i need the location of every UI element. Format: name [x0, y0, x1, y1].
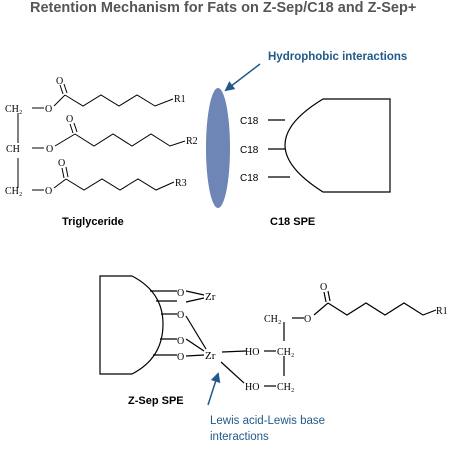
- ch2-label: CH₂: [264, 314, 281, 325]
- hydrophobic-arrow: [224, 63, 261, 92]
- ester-bond: [313, 302, 329, 316]
- oxygen-label: O: [177, 310, 184, 321]
- zr-bond: [185, 290, 205, 296]
- r-group-label: R1: [436, 306, 448, 317]
- triglyceride-label: Triglyceride: [62, 216, 124, 228]
- oxygen-label: O: [45, 186, 52, 197]
- acyl-chain-1: [64, 94, 174, 107]
- ch2-label: CH₂: [277, 382, 294, 393]
- oxygen-label: O: [304, 314, 311, 325]
- acyl-chain-3: [65, 178, 175, 191]
- oxygen-label: O: [177, 288, 184, 299]
- oxygen-label: O: [56, 76, 63, 87]
- oxygen-label: O: [177, 352, 184, 363]
- oxygen-label: O: [58, 158, 65, 169]
- zr-label: Zr: [205, 350, 216, 362]
- carbonyl-bond: [63, 83, 68, 94]
- r-group-label: R2: [186, 136, 198, 147]
- oxygen-label: O: [177, 336, 184, 347]
- page-title: Retention Mechanism for Fats on Z-Sep/C1…: [30, 0, 417, 16]
- oxygen-label: O: [45, 104, 52, 115]
- carbonyl-bond: [61, 167, 65, 179]
- ch2-label: CH₂: [277, 347, 294, 358]
- zr-bond: [185, 297, 205, 303]
- zr-label: Zr: [205, 291, 216, 303]
- c18-spe: [268, 98, 391, 193]
- carbonyl-bond: [323, 291, 327, 303]
- ester-bond: [54, 133, 76, 147]
- c18-chain-label: C18: [240, 116, 259, 127]
- carbonyl-bond: [69, 123, 74, 134]
- triglyceride: [17, 83, 186, 191]
- oxygen-label: O: [320, 282, 327, 293]
- hydrophobic-interaction-zone: [206, 88, 230, 208]
- r-group-label: R3: [175, 178, 187, 189]
- ch-label: CH: [6, 144, 20, 155]
- carbonyl-bond: [59, 84, 64, 95]
- ch2-label: CH₂: [5, 104, 22, 115]
- r-group-label: R1: [174, 94, 186, 105]
- carbonyl-bond: [73, 122, 78, 133]
- coordination-bond: [220, 361, 245, 384]
- oxygen-label: O: [46, 144, 53, 155]
- c18-chain-label: C18: [240, 145, 259, 156]
- c18-spe-label: C18 SPE: [270, 216, 315, 228]
- ester-bond: [53, 94, 66, 107]
- zr-bond: [185, 315, 207, 350]
- coordination-bond: [221, 350, 247, 353]
- zsep-spe-label: Z-Sep SPE: [128, 395, 184, 407]
- oxygen-label: O: [66, 114, 73, 125]
- zr-bond: [185, 338, 205, 352]
- lewis-label-line1: Lewis acid-Lewis base: [210, 415, 325, 427]
- ho-label: HO: [245, 347, 259, 358]
- ester-bond: [53, 178, 67, 189]
- zsep-solid-support: [99, 275, 164, 375]
- hydrophobic-label: Hydrophobic interactions: [268, 51, 407, 63]
- c18-solid-support: [284, 98, 391, 193]
- carbonyl-bond: [327, 290, 331, 302]
- acyl-chain: [327, 302, 437, 316]
- acyl-chain-2: [74, 133, 186, 147]
- c18-chain-label: C18: [240, 173, 259, 184]
- ch2-label: CH₂: [5, 186, 22, 197]
- ho-label: HO: [245, 382, 259, 393]
- zr-bond: [185, 354, 205, 357]
- zsep-spe: [99, 275, 437, 387]
- carbonyl-bond: [65, 166, 69, 178]
- lewis-label-line2: interactions: [210, 431, 269, 443]
- lewis-arrow: [207, 372, 221, 406]
